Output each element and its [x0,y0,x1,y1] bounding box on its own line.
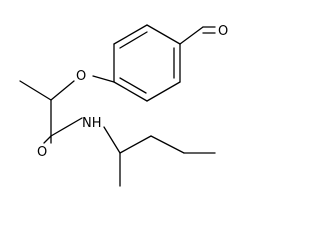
bond-carbonyl-co-double [43,135,52,144]
bond-ring-3 [113,81,148,102]
bond-carbonyl-nh [50,117,83,137]
bond-ch2-ch2 [150,135,185,154]
bond-ring-6 [146,24,181,45]
bond-aldehyde-cc [179,26,204,45]
structure-canvas: O O O NH [19,24,228,187]
bond-ether-chiral [50,80,75,101]
bond-ring-2 [146,81,181,102]
bond-ring-5-inner [119,31,148,49]
molecule-diagram: O O O NH [19,24,228,187]
atom-carbonyl-oxygen: O [37,145,47,160]
bond-chiral-ch2 [119,135,152,154]
bond-ring-ether [92,75,115,83]
bond-alpha-methyl [19,80,52,101]
bond-ring-5 [113,24,148,45]
atom-ether-oxygen: O [76,69,86,84]
atom-aldehyde-oxygen: O [218,24,228,39]
bond-nh-chiral [103,126,121,154]
bond-ring-3-inner [119,77,147,94]
atom-amide-nitrogen: NH [82,116,102,131]
